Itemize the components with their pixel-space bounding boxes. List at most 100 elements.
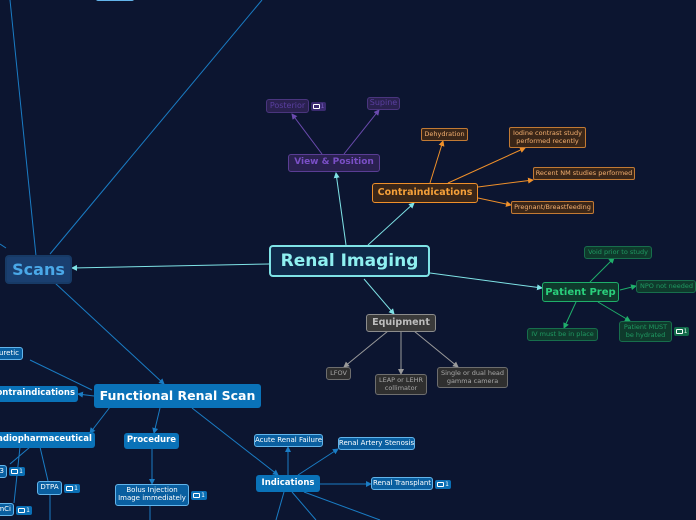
central-topic-label: Renal Imaging <box>280 250 419 271</box>
speech-bubble-icon <box>437 481 445 487</box>
link-prep-4 <box>563 301 577 329</box>
contra-recent-nm[interactable]: Recent NM studies performed <box>533 167 635 180</box>
link-ind-down-3 <box>303 491 381 520</box>
procedure-node[interactable]: Procedure <box>124 433 179 449</box>
contra-pregnant[interactable]: Pregnant/Breastfeeding <box>511 201 594 214</box>
speech-bubble-icon <box>66 485 74 491</box>
transplant-comment-count: 1 <box>445 481 449 488</box>
contra-iodine-label: Iodine contrast study performed recently <box>513 129 582 145</box>
dtpa-label: DTPA <box>40 483 59 492</box>
equip-collimator[interactable]: LEAP or LEHR collimator <box>375 374 427 395</box>
transplant-comment-badge[interactable]: 1 <box>435 480 451 489</box>
link-central-scans <box>71 263 270 271</box>
scans-label: Scans <box>12 259 65 279</box>
prep-hydrated-label: Patient MUST be hydrated <box>623 323 668 339</box>
supine-label: Supine <box>369 98 398 108</box>
bolus-label: Bolus Injection Image immediately <box>118 486 186 502</box>
radiopharmaceutical-node[interactable]: adiopharmaceutical <box>0 432 95 448</box>
radiopharm-item-1[interactable]: 3 <box>0 465 7 478</box>
equip-camera-label: Single or dual head gamma camera <box>440 369 505 385</box>
speech-bubble-icon <box>312 103 320 109</box>
scans-node[interactable]: Scans <box>5 255 72 284</box>
link-prep-3 <box>597 301 631 322</box>
link-central-view <box>333 172 347 246</box>
link-func-contra <box>77 391 95 398</box>
procedure-label: Procedure <box>126 435 177 446</box>
bolus-comment-badge[interactable]: 1 <box>191 491 207 500</box>
func-contraindications-label: ontraindications <box>0 388 75 399</box>
radiopharm-item-1-comment-badge[interactable]: 1 <box>9 467 25 476</box>
func-contraindications-node[interactable]: ontraindications <box>0 386 78 402</box>
radiopharm-item-2[interactable]: mCi <box>0 503 14 516</box>
radiopharm-item-1-comment-count: 1 <box>19 468 23 475</box>
contraindications-node[interactable]: Contraindications <box>372 183 478 203</box>
hydrated-comment-count: 1 <box>683 328 688 335</box>
link-func-radio <box>89 406 111 434</box>
equip-camera[interactable]: Single or dual head gamma camera <box>437 367 508 388</box>
link-scans-functional <box>54 282 165 385</box>
posterior-node[interactable]: Posterior <box>266 99 309 113</box>
indication-renal-transplant[interactable]: Renal Transplant <box>371 477 433 490</box>
radiopharm-item-2-label: mCi <box>0 504 11 513</box>
hydrated-comment-badge[interactable]: 1 <box>674 327 689 336</box>
prep-void[interactable]: Void prior to study <box>584 246 652 259</box>
view-position-node[interactable]: View & Position <box>288 154 380 172</box>
link-radio-dtpa <box>39 446 49 482</box>
indication-renal-transplant-label: Renal Transplant <box>372 478 432 487</box>
contra-iodine[interactable]: Iodine contrast study performed recently <box>509 127 586 148</box>
posterior-label: Posterior <box>269 100 306 110</box>
indication-acute-renal-failure-label: Acute Renal Failure <box>255 435 323 444</box>
dtpa-comment-count: 1 <box>74 485 78 492</box>
prep-npo-label: NPO not needed <box>640 281 694 290</box>
indications-node[interactable]: Indications <box>256 475 320 492</box>
supine-node[interactable]: Supine <box>367 97 400 110</box>
contra-dehydration[interactable]: Dehydration <box>421 128 468 141</box>
prep-npo[interactable]: NPO not needed <box>636 280 696 293</box>
diuretic-node[interactable]: iuretic <box>0 347 23 360</box>
link-func-indications <box>191 407 279 476</box>
radiopharm-item-1-label: 3 <box>0 466 4 475</box>
radiopharmaceutical-label: adiopharmaceutical <box>0 434 92 445</box>
view-position-label: View & Position <box>294 157 374 168</box>
link-central-prep <box>429 272 543 291</box>
bolus-node[interactable]: Bolus Injection Image immediately <box>115 484 189 506</box>
radiopharm-item-2-comment-badge[interactable]: 1 <box>16 506 32 515</box>
dtpa-comment-badge[interactable]: 1 <box>64 484 80 493</box>
speech-bubble-icon <box>18 507 26 513</box>
posterior-comment-count: 1 <box>320 103 325 110</box>
link-scans-up <box>9 0 37 257</box>
link-ind-down-2 <box>291 491 317 520</box>
contraindications-label: Contraindications <box>377 186 473 198</box>
equip-lfov[interactable]: LFOV <box>326 367 351 380</box>
link-equip-3 <box>413 330 459 368</box>
link-contra-1 <box>429 140 445 184</box>
speech-bubble-icon <box>193 492 201 498</box>
speech-bubble-icon <box>11 468 19 474</box>
patient-prep-label: Patient Prep <box>545 286 616 298</box>
diuretic-label: iuretic <box>0 348 19 357</box>
equip-collimator-label: LEAP or LEHR collimator <box>378 376 423 392</box>
indication-renal-artery-stenosis-label: Renal Artery Stenosis <box>338 438 415 447</box>
link-scans-left <box>0 243 7 249</box>
link-central-equip <box>363 278 395 315</box>
patient-prep-node[interactable]: Patient Prep <box>542 282 619 302</box>
prep-hydrated[interactable]: Patient MUST be hydrated <box>619 321 672 342</box>
dtpa-node[interactable]: DTPA <box>37 481 62 495</box>
prep-iv[interactable]: IV must be in place <box>527 328 598 341</box>
link-contra-4 <box>477 197 512 207</box>
speech-bubble-icon <box>675 328 683 334</box>
central-topic[interactable]: Renal Imaging <box>269 245 430 277</box>
link-ind-down-1 <box>275 491 285 520</box>
functional-renal-scan-label: Functional Renal Scan <box>99 388 256 404</box>
link-central-contra <box>367 202 415 246</box>
indication-acute-renal-failure[interactable]: Acute Renal Failure <box>254 434 323 447</box>
functional-renal-scan-node[interactable]: Functional Renal Scan <box>94 384 261 408</box>
link-equip-1 <box>343 330 389 368</box>
offscreen-node-top[interactable] <box>96 0 134 1</box>
posterior-comment-badge[interactable]: 1 <box>311 102 326 111</box>
link-view-supine <box>343 109 380 155</box>
indication-renal-artery-stenosis[interactable]: Renal Artery Stenosis <box>338 437 415 450</box>
equipment-node[interactable]: Equipment <box>366 314 436 332</box>
